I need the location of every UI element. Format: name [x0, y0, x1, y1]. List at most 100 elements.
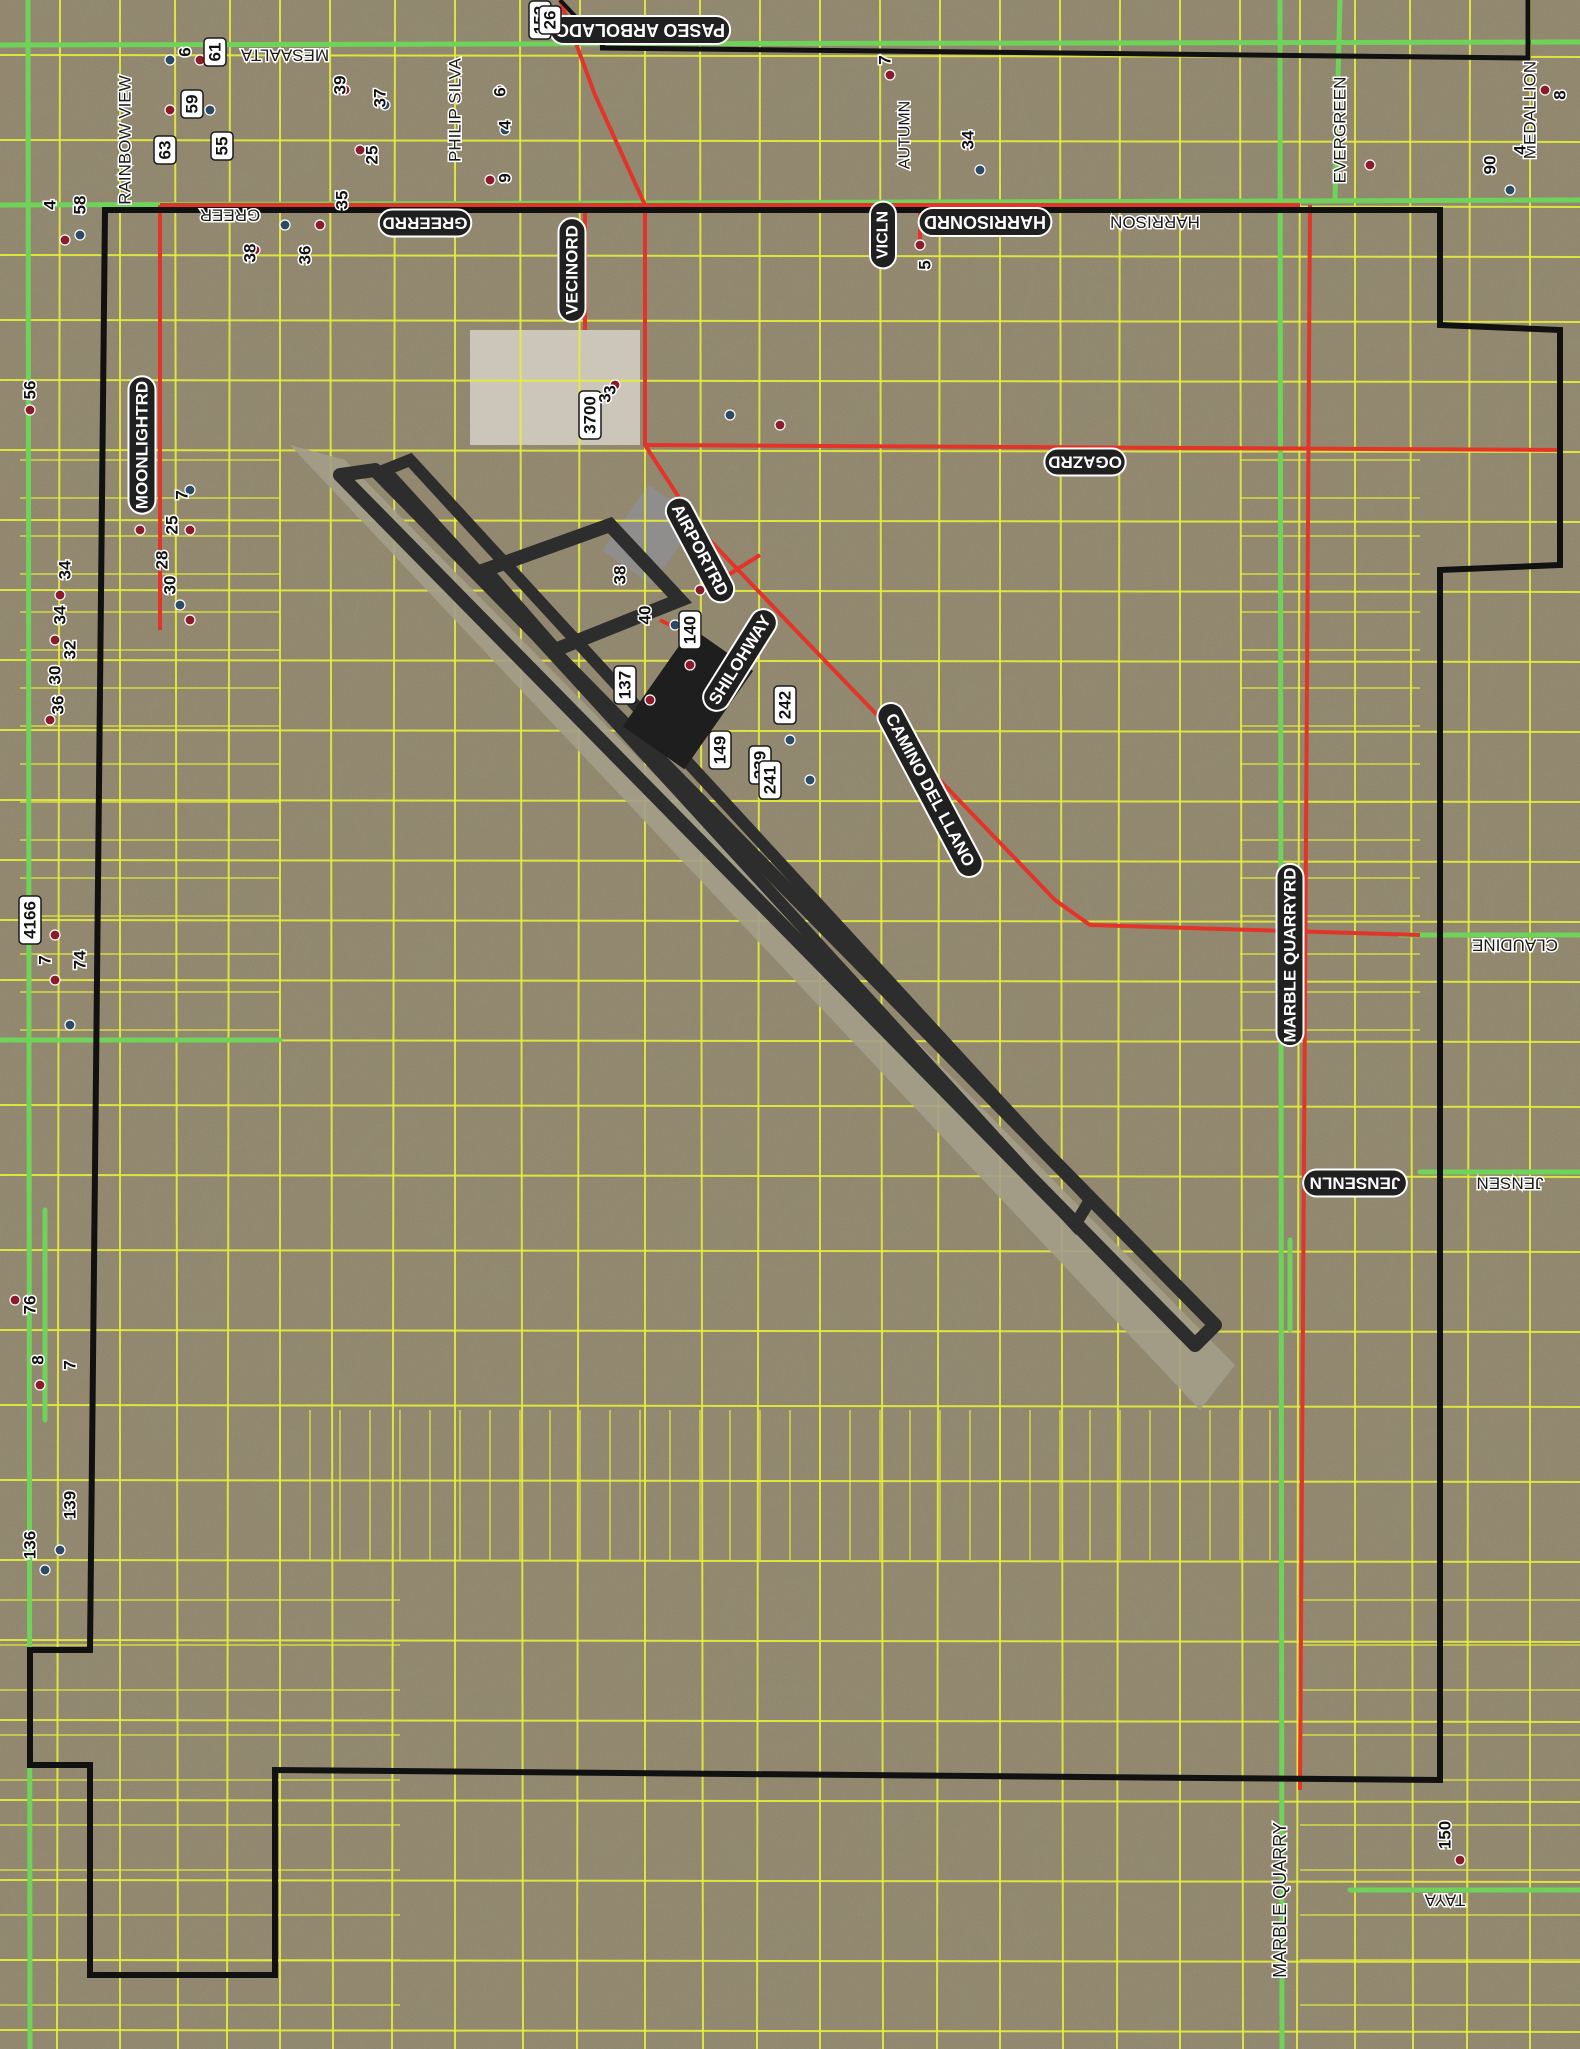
- address-dot[interactable]: [49, 929, 61, 941]
- address-dot[interactable]: [44, 714, 56, 726]
- address-number[interactable]: 7: [34, 954, 56, 966]
- address-dot[interactable]: [9, 1294, 21, 1306]
- road-label[interactable]: PASEO ARBOLADO: [548, 15, 732, 45]
- address-number[interactable]: 38: [609, 564, 631, 586]
- address-dot[interactable]: [494, 84, 506, 96]
- address-number[interactable]: 37: [369, 87, 391, 109]
- address-number[interactable]: 8: [1549, 89, 1571, 101]
- address-number[interactable]: 7: [874, 54, 896, 66]
- address-dot[interactable]: [59, 234, 71, 246]
- address-number[interactable]: 242: [773, 685, 797, 725]
- address-number[interactable]: 3: [599, 384, 621, 396]
- address-dot[interactable]: [174, 599, 186, 611]
- address-dot[interactable]: [609, 379, 621, 391]
- address-number[interactable]: 150: [1434, 1819, 1456, 1850]
- address-dot[interactable]: [784, 734, 796, 746]
- address-dot[interactable]: [914, 239, 926, 251]
- address-number[interactable]: 6: [489, 86, 511, 98]
- address-number[interactable]: 4: [39, 198, 61, 211]
- road-label[interactable]: GREERRD: [377, 208, 473, 238]
- address-dot[interactable]: [339, 84, 351, 96]
- address-number[interactable]: 136: [19, 1529, 41, 1560]
- address-number[interactable]: 59: [180, 89, 204, 119]
- address-dot[interactable]: [804, 774, 816, 786]
- address-number[interactable]: 36: [47, 694, 69, 716]
- address-number[interactable]: 34: [54, 559, 76, 581]
- address-dot[interactable]: [164, 54, 176, 66]
- address-dot[interactable]: [249, 244, 261, 256]
- address-number[interactable]: 55: [210, 131, 234, 161]
- address-dot[interactable]: [644, 694, 656, 706]
- address-number[interactable]: 139: [59, 1489, 81, 1520]
- address-dot[interactable]: [499, 124, 511, 136]
- address-number[interactable]: 63: [153, 135, 177, 165]
- address-dot[interactable]: [184, 524, 196, 536]
- address-dot[interactable]: [1504, 184, 1516, 196]
- address-dot[interactable]: [49, 674, 61, 686]
- address-number[interactable]: 7: [171, 489, 193, 501]
- road-label[interactable]: OGAZRD: [1043, 447, 1127, 477]
- address-dot[interactable]: [684, 659, 696, 671]
- address-number[interactable]: 36: [294, 244, 316, 266]
- address-number[interactable]: 25: [361, 144, 383, 166]
- address-dot[interactable]: [314, 219, 326, 231]
- address-number[interactable]: 4166: [18, 895, 42, 945]
- address-dot[interactable]: [49, 634, 61, 646]
- address-dot[interactable]: [64, 1019, 76, 1031]
- address-number[interactable]: 3700: [578, 390, 602, 440]
- address-number[interactable]: 39: [329, 74, 351, 96]
- address-dot[interactable]: [49, 974, 61, 986]
- address-number[interactable]: 56: [19, 379, 41, 401]
- address-number[interactable]: 25: [161, 514, 183, 536]
- address-dot[interactable]: [34, 1379, 46, 1391]
- road-label[interactable]: MARBLE QUARRYRD: [1275, 862, 1305, 1048]
- address-number[interactable]: 61: [203, 37, 227, 67]
- address-dot[interactable]: [54, 1544, 66, 1556]
- address-dot[interactable]: [54, 589, 66, 601]
- address-dot[interactable]: [379, 99, 391, 111]
- address-number[interactable]: 58: [69, 194, 91, 216]
- road-label[interactable]: JENSENLN: [1302, 1168, 1408, 1198]
- address-number[interactable]: 3: [594, 392, 616, 404]
- address-number[interactable]: 149: [708, 730, 732, 770]
- address-number[interactable]: 35: [331, 189, 353, 211]
- address-number[interactable]: 26: [538, 5, 562, 35]
- address-number[interactable]: 40: [634, 604, 656, 626]
- address-number[interactable]: 7: [59, 1359, 81, 1371]
- address-number[interactable]: 34: [957, 129, 979, 151]
- address-dot[interactable]: [974, 164, 986, 176]
- road-label[interactable]: VECINORD: [557, 217, 587, 323]
- address-dot[interactable]: [39, 1564, 51, 1576]
- address-dot[interactable]: [24, 404, 36, 416]
- address-dot[interactable]: [724, 409, 736, 421]
- road-label[interactable]: HARRISONRD: [917, 207, 1053, 237]
- address-dot[interactable]: [204, 104, 216, 116]
- address-dot[interactable]: [884, 69, 896, 81]
- address-dot[interactable]: [184, 614, 196, 626]
- address-dot[interactable]: [1539, 84, 1551, 96]
- address-number[interactable]: 38: [239, 242, 261, 264]
- road-label[interactable]: VICLN: [869, 200, 897, 270]
- address-number[interactable]: 30: [44, 664, 66, 686]
- address-number[interactable]: 32: [59, 639, 81, 661]
- address-dot[interactable]: [184, 484, 196, 496]
- address-number[interactable]: 6: [174, 46, 196, 58]
- address-number[interactable]: 28: [151, 549, 173, 571]
- address-dot[interactable]: [1364, 159, 1376, 171]
- address-number[interactable]: 9: [494, 172, 516, 184]
- address-number[interactable]: 140: [678, 610, 702, 650]
- address-dot[interactable]: [484, 174, 496, 186]
- address-number[interactable]: 76: [19, 1294, 41, 1316]
- address-number[interactable]: 30: [159, 574, 181, 596]
- address-dot[interactable]: [164, 104, 176, 116]
- address-dot[interactable]: [74, 229, 86, 241]
- address-dot[interactable]: [354, 144, 366, 156]
- address-number[interactable]: 5: [914, 259, 936, 271]
- road-label[interactable]: MOONLIGHTRD: [127, 375, 157, 515]
- address-dot[interactable]: [134, 524, 146, 536]
- address-number[interactable]: 34: [49, 604, 71, 626]
- address-number[interactable]: 74: [69, 949, 91, 971]
- address-number[interactable]: 137: [613, 665, 637, 705]
- address-dot[interactable]: [774, 419, 786, 431]
